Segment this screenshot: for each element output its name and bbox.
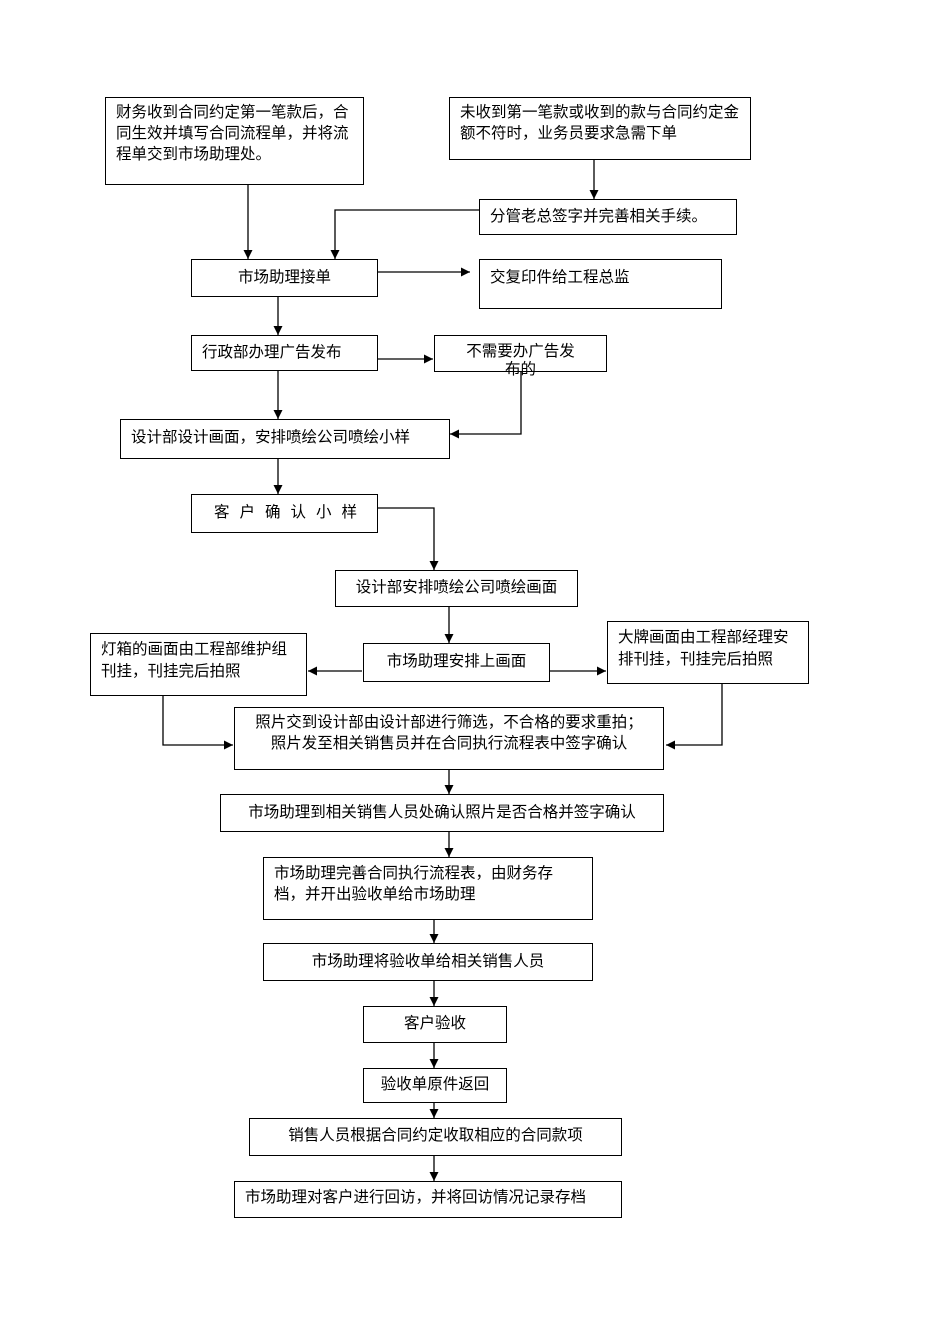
node-client-confirm-sample: 客户确认小样 xyxy=(191,494,378,533)
arrow-noad-to-design xyxy=(450,372,522,439)
node-lightbox: 灯箱的画面由工程部维护组刊挂，刊挂完后拍照 xyxy=(90,633,307,696)
node-assistant-confirm-photo: 市场助理到相关销售人员处确认照片是否合格并签字确认 xyxy=(220,794,664,832)
node-finance-receive: 财务收到合同约定第一笔款后，合同生效并填写合同流程单，并将流程单交到市场助理处。 xyxy=(105,97,364,185)
node-design-draw: 设计部设计画面，安排喷绘公司喷绘小样 xyxy=(120,419,450,459)
node-form-return: 验收单原件返回 xyxy=(363,1068,507,1103)
node-assistant-mount: 市场助理安排上画面 xyxy=(363,643,550,682)
node-manager-sign: 分管老总签字并完善相关手续。 xyxy=(479,199,737,235)
node-client-accept: 客户验收 xyxy=(363,1006,507,1043)
node-assistant-revisit: 市场助理对客户进行回访，并将回访情况记录存档 xyxy=(234,1181,622,1218)
node-photo-review: 照片交到设计部由设计部进行筛选，不合格的要求重拍；照片发至相关销售员并在合同执行… xyxy=(234,707,664,770)
node-billboard: 大牌画面由工程部经理安排刊挂，刊挂完后拍照 xyxy=(607,621,809,684)
node-assistant-give-form: 市场助理将验收单给相关销售人员 xyxy=(263,943,593,981)
node-assistant-complete: 市场助理完善合同执行流程表，由财务存档，并开出验收单给市场助理 xyxy=(263,857,593,920)
node-assistant-receive: 市场助理接单 xyxy=(191,259,378,297)
node-sales-collect: 销售人员根据合同约定收取相应的合同款项 xyxy=(249,1118,622,1156)
arrow-billboard-to-review xyxy=(666,684,723,750)
arrow-lightbox-to-review xyxy=(162,696,233,750)
node-hand-seal: 交复印件给工程总监 xyxy=(479,259,722,309)
arrow-confirm-to-print xyxy=(378,507,439,570)
node-no-ad: 不需要办广告发布的 xyxy=(434,335,607,378)
node-design-print: 设计部安排喷绘公司喷绘画面 xyxy=(335,570,578,607)
arrow-sign-to-assistant xyxy=(330,209,479,259)
node-not-received: 未收到第一笔款或收到的款与合同约定金额不符时，业务员要求急需下单 xyxy=(449,97,751,160)
node-admin-ad: 行政部办理广告发布 xyxy=(191,335,378,371)
